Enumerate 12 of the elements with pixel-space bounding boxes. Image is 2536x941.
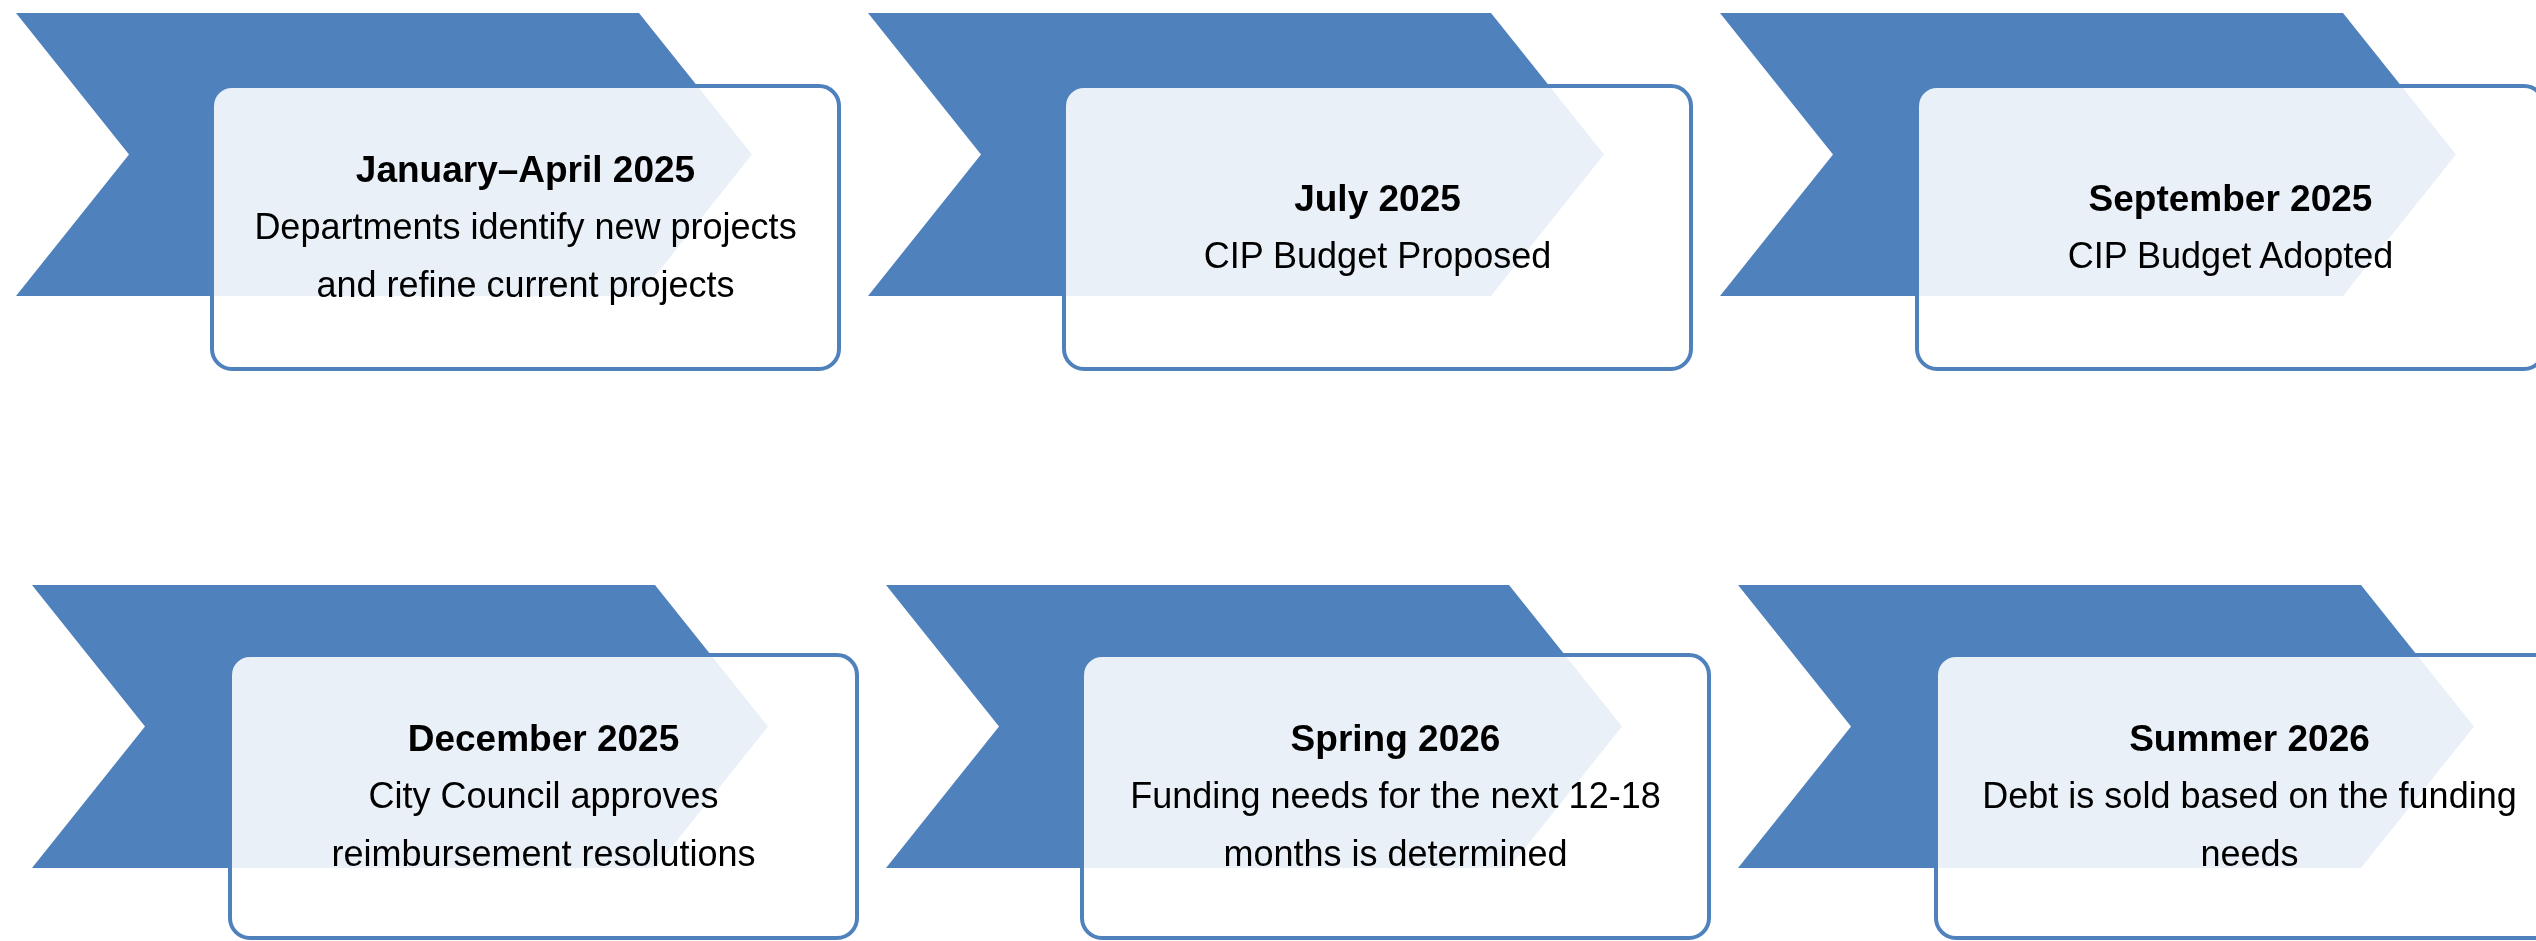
step-description: CIP Budget Adopted [2067,233,2394,278]
step-date: July 2025 [1294,176,1461,221]
step-description: City Council approves reimbursement resolutions [330,773,757,876]
step-description: Funding needs for the next 12-18 months is determined [1129,773,1662,876]
step-description: CIP Budget Proposed [1203,233,1552,278]
step-date: Spring 2026 [1290,716,1501,761]
step-description: Debt is sold based on the funding needs [1981,773,2518,876]
step-date: December 2025 [407,716,680,761]
step-description: Departments identify new projects and refine current projects [253,204,798,307]
step-date: September 2025 [2088,176,2373,221]
step-date: Summer 2026 [2129,716,2370,761]
step-date: January–April 2025 [355,147,696,192]
